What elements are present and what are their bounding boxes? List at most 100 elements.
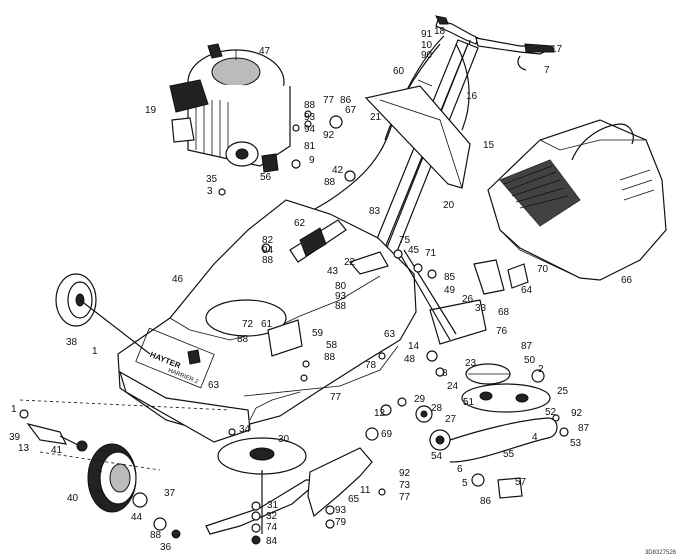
callout-92-chain: 92 bbox=[571, 408, 583, 419]
callout-63-right: 63 bbox=[384, 329, 396, 340]
callout-74: 74 bbox=[266, 522, 278, 533]
callout-68: 68 bbox=[498, 307, 510, 318]
side-plate bbox=[307, 447, 373, 529]
callout-2: 2 bbox=[538, 364, 544, 375]
callout-12: 12 bbox=[374, 408, 386, 419]
callout-35: 35 bbox=[206, 174, 218, 185]
callout-54: 54 bbox=[431, 451, 443, 462]
callout-18: 18 bbox=[434, 26, 446, 37]
callout-9: 9 bbox=[309, 155, 315, 166]
callout-73: 73 bbox=[399, 480, 411, 491]
callout-45: 45 bbox=[408, 245, 420, 256]
callout-24: 24 bbox=[447, 381, 459, 392]
callout-83: 83 bbox=[369, 206, 381, 217]
callout-1-rear: 1 bbox=[92, 346, 98, 357]
callout-58: 58 bbox=[326, 340, 338, 351]
callout-42: 42 bbox=[332, 165, 344, 176]
callout-70: 70 bbox=[537, 264, 549, 275]
callout-63-deck: 63 bbox=[208, 380, 220, 391]
callout-1-front: 1 bbox=[11, 404, 17, 415]
callout-10: 10 bbox=[421, 40, 433, 51]
front-wheel bbox=[87, 443, 137, 513]
callout-32: 32 bbox=[266, 511, 278, 522]
callout-72: 72 bbox=[242, 319, 254, 330]
engine bbox=[169, 43, 301, 173]
callout-31: 31 bbox=[267, 500, 279, 511]
callout-76: 76 bbox=[496, 326, 508, 337]
front-axle-bracket bbox=[19, 399, 231, 471]
callout-53: 53 bbox=[570, 438, 582, 449]
callout-93-engine: 93 bbox=[304, 112, 316, 123]
callout-52: 52 bbox=[545, 407, 557, 418]
callout-92-bottom: 92 bbox=[399, 468, 411, 479]
callout-28: 28 bbox=[431, 403, 443, 414]
callout-37: 37 bbox=[164, 488, 176, 499]
grass-box-frame bbox=[364, 85, 471, 189]
callout-71: 71 bbox=[425, 248, 437, 259]
callout-48: 48 bbox=[404, 354, 416, 365]
callout-75: 75 bbox=[399, 235, 411, 246]
callout-57: 57 bbox=[515, 477, 527, 488]
callout-88-mid: 88 bbox=[237, 334, 249, 345]
callout-94-column: 94 bbox=[262, 245, 274, 256]
callout-69: 69 bbox=[381, 429, 393, 440]
callout-43: 43 bbox=[327, 266, 339, 277]
callout-60: 60 bbox=[393, 66, 405, 77]
callout-7: 7 bbox=[544, 65, 550, 76]
callout-23: 23 bbox=[465, 358, 477, 369]
callout-87-right: 87 bbox=[521, 341, 533, 352]
callout-6: 6 bbox=[457, 464, 463, 475]
callout-82: 82 bbox=[262, 235, 274, 246]
callout-61: 61 bbox=[261, 319, 273, 330]
callout-93-bottom: 93 bbox=[335, 505, 347, 516]
callout-46: 46 bbox=[172, 274, 184, 285]
callout-80: 80 bbox=[335, 281, 347, 292]
callout-3: 3 bbox=[207, 186, 213, 197]
callout-86-bottom: 86 bbox=[480, 496, 492, 507]
callout-47: 47 bbox=[259, 46, 271, 57]
callout-33: 33 bbox=[475, 303, 487, 314]
callout-30: 30 bbox=[278, 434, 290, 445]
callout-77-bottom: 77 bbox=[399, 492, 411, 503]
callout-94-engine: 94 bbox=[304, 124, 316, 135]
callout-13: 13 bbox=[18, 443, 30, 454]
callout-50: 50 bbox=[524, 355, 536, 366]
callout-20: 20 bbox=[443, 200, 455, 211]
callout-5: 5 bbox=[462, 478, 468, 489]
callout-16: 16 bbox=[466, 91, 478, 102]
callout-14: 14 bbox=[408, 341, 420, 352]
callout-88-bottom: 88 bbox=[150, 530, 162, 541]
fasteners bbox=[132, 110, 569, 539]
callout-40: 40 bbox=[67, 493, 79, 504]
callout-55: 55 bbox=[503, 449, 515, 460]
callout-11: 11 bbox=[360, 485, 371, 496]
callout-77-deck: 77 bbox=[330, 392, 342, 403]
blade-assembly bbox=[205, 437, 322, 545]
callout-88-engine: 88 bbox=[304, 100, 316, 111]
callout-93-deck: 93 bbox=[335, 291, 347, 302]
callout-8: 8 bbox=[442, 368, 448, 379]
callout-15: 15 bbox=[483, 140, 495, 151]
callout-81: 81 bbox=[304, 141, 316, 152]
callout-29: 29 bbox=[414, 394, 426, 405]
callout-67: 67 bbox=[345, 105, 357, 116]
callout-27: 27 bbox=[445, 414, 457, 425]
mower-deck bbox=[117, 199, 417, 443]
callout-25: 25 bbox=[557, 386, 569, 397]
callout-49: 49 bbox=[444, 285, 456, 296]
callout-88-column-2: 88 bbox=[262, 255, 274, 266]
callout-59: 59 bbox=[312, 328, 324, 339]
callout-4: 4 bbox=[532, 432, 538, 443]
callout-87-chain: 87 bbox=[578, 423, 590, 434]
callout-36: 36 bbox=[160, 542, 172, 553]
callout-34: 34 bbox=[239, 424, 251, 435]
rear-wheel bbox=[55, 273, 151, 355]
callout-21: 21 bbox=[370, 112, 382, 123]
callout-51: 51 bbox=[463, 397, 475, 408]
grass-catcher bbox=[487, 119, 667, 281]
callout-79: 79 bbox=[335, 517, 347, 528]
callout-17: 17 bbox=[551, 44, 563, 55]
drawing-code: 3D8327526 bbox=[644, 550, 676, 556]
